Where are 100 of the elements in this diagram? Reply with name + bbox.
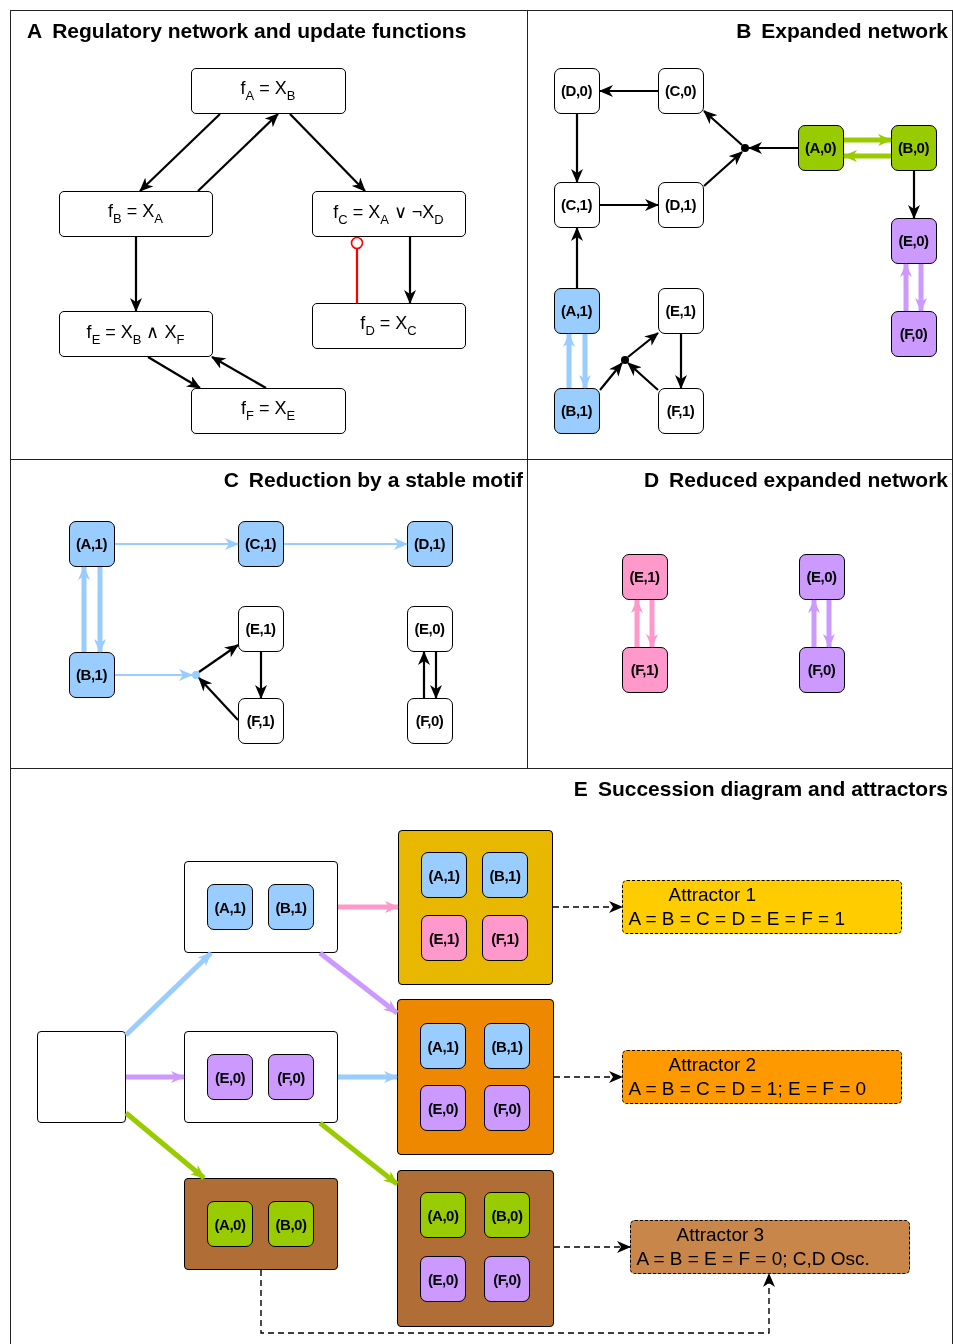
state-node: (A,0) (207, 1201, 253, 1247)
state-node: (B,0) (268, 1201, 314, 1247)
arrow (430, 652, 442, 699)
state-node: (E,0) (798, 553, 845, 600)
panel-title: Succession diagram and attractors (597, 777, 948, 801)
arrow (627, 332, 659, 358)
arrow (600, 199, 659, 211)
motif-box (396, 998, 554, 1155)
panel (527, 10, 953, 460)
arrow (211, 356, 267, 389)
state-node: (F,0) (484, 1256, 530, 1302)
arrow (115, 669, 193, 681)
arrow (843, 150, 891, 162)
arrow (599, 85, 658, 97)
arrow (198, 644, 239, 673)
state-node: (A,1) (420, 1023, 466, 1069)
state-node: (A,1) (68, 520, 115, 567)
arrow (703, 151, 743, 187)
state-node: (E,0) (890, 217, 937, 264)
junction-dot (740, 143, 749, 152)
state-node: (E,1) (237, 605, 284, 652)
panel-letter: B (736, 19, 752, 43)
state-node: (E,0) (406, 605, 453, 652)
motif-box (183, 1030, 338, 1123)
state-node: (F,1) (621, 646, 668, 693)
state-node: (B,0) (890, 124, 937, 171)
panel-title: Reduction by a stable motif (248, 468, 523, 492)
arrow (675, 334, 687, 389)
arrow (915, 264, 927, 312)
state-node: (F,0) (268, 1054, 314, 1100)
attractor-title: Attractor 2 (667, 1052, 758, 1077)
panel-letter: E (573, 777, 588, 801)
arrow (289, 113, 366, 192)
state-node: (B,0) (484, 1192, 530, 1238)
arrow (563, 333, 575, 388)
arrow (124, 951, 213, 1037)
state-node: (F,1) (237, 697, 284, 744)
state-node: (A,1) (553, 287, 600, 334)
state-node: (E,1) (657, 287, 704, 334)
state-node: (E,0) (420, 1256, 466, 1302)
function-box: f$_{D}$ = X$_{C}$ (311, 302, 466, 349)
arrow (599, 362, 623, 391)
panel (10, 768, 953, 1344)
inhibition-line (350, 236, 364, 303)
attractor-rule: A = B = C = D = 1; E = F = 0 (628, 1076, 868, 1101)
arrow (198, 677, 239, 721)
function-box: f$_{F}$ = X$_{E}$ (190, 387, 346, 434)
state-node: (A,0) (797, 124, 844, 171)
panel (10, 10, 528, 460)
arrow (78, 566, 90, 652)
arrow (748, 142, 798, 154)
arrow (126, 1071, 185, 1083)
state-node: (C,1) (237, 520, 284, 567)
panel-letter: D (643, 468, 660, 492)
state-node: (F,0) (890, 310, 937, 357)
motif-box (183, 1177, 338, 1270)
state-node: (D,1) (657, 181, 704, 228)
attractor-rule: A = B = E = F = 0; C,D Osc. (636, 1246, 871, 1271)
arrow (908, 171, 920, 219)
panel-letter: C (223, 468, 239, 492)
attractor-rule: A = B = C = D = E = F = 1 (628, 906, 846, 931)
attractor-box (621, 1049, 902, 1104)
arrow (900, 263, 912, 311)
dashed-arrow (553, 1241, 631, 1253)
arrow (627, 362, 659, 391)
state-node: (E,0) (420, 1085, 466, 1131)
attractor-box (621, 879, 902, 934)
state-node: (B,1) (482, 852, 528, 898)
arrow (808, 599, 820, 647)
function-box: f$_{E}$ = X$_{B}$ ∧ X$_{F}$ (58, 310, 213, 357)
panel-letter: A (27, 19, 43, 43)
attractor-title: Attractor 3 (675, 1222, 766, 1247)
arrow (147, 356, 201, 389)
state-node: (C,0) (657, 67, 704, 114)
junction-dot (620, 355, 629, 364)
state-node: (A,1) (207, 884, 253, 930)
arrow (338, 1071, 398, 1083)
arrow (139, 113, 221, 192)
state-node: (D,1) (406, 520, 453, 567)
arrow (631, 599, 643, 647)
motif-box (396, 1169, 554, 1327)
arrow (404, 237, 416, 304)
function-box: f$_{A}$ = X$_{B}$ (190, 67, 346, 114)
state-node: (B,1) (68, 651, 115, 698)
state-node: (B,1) (268, 884, 314, 930)
motif-box (183, 860, 338, 953)
attractor-title: Attractor 1 (667, 882, 758, 907)
dashed-arrow (260, 1269, 775, 1334)
state-node: (F,0) (484, 1085, 530, 1131)
state-node: (A,0) (420, 1192, 466, 1238)
attractor-box (629, 1219, 910, 1274)
state-node: (E,0) (207, 1054, 253, 1100)
arrow (823, 600, 835, 648)
state-node: (E,1) (421, 915, 467, 961)
state-node: (C,1) (553, 181, 600, 228)
state-node: (B,1) (484, 1023, 530, 1069)
panel-title: Reduced expanded network (669, 468, 948, 492)
state-node: (F,1) (657, 387, 704, 434)
function-box: f$_{C}$ = X$_{A}$ ∨ ¬X$_{D}$ (311, 190, 466, 237)
arrow (571, 227, 583, 288)
